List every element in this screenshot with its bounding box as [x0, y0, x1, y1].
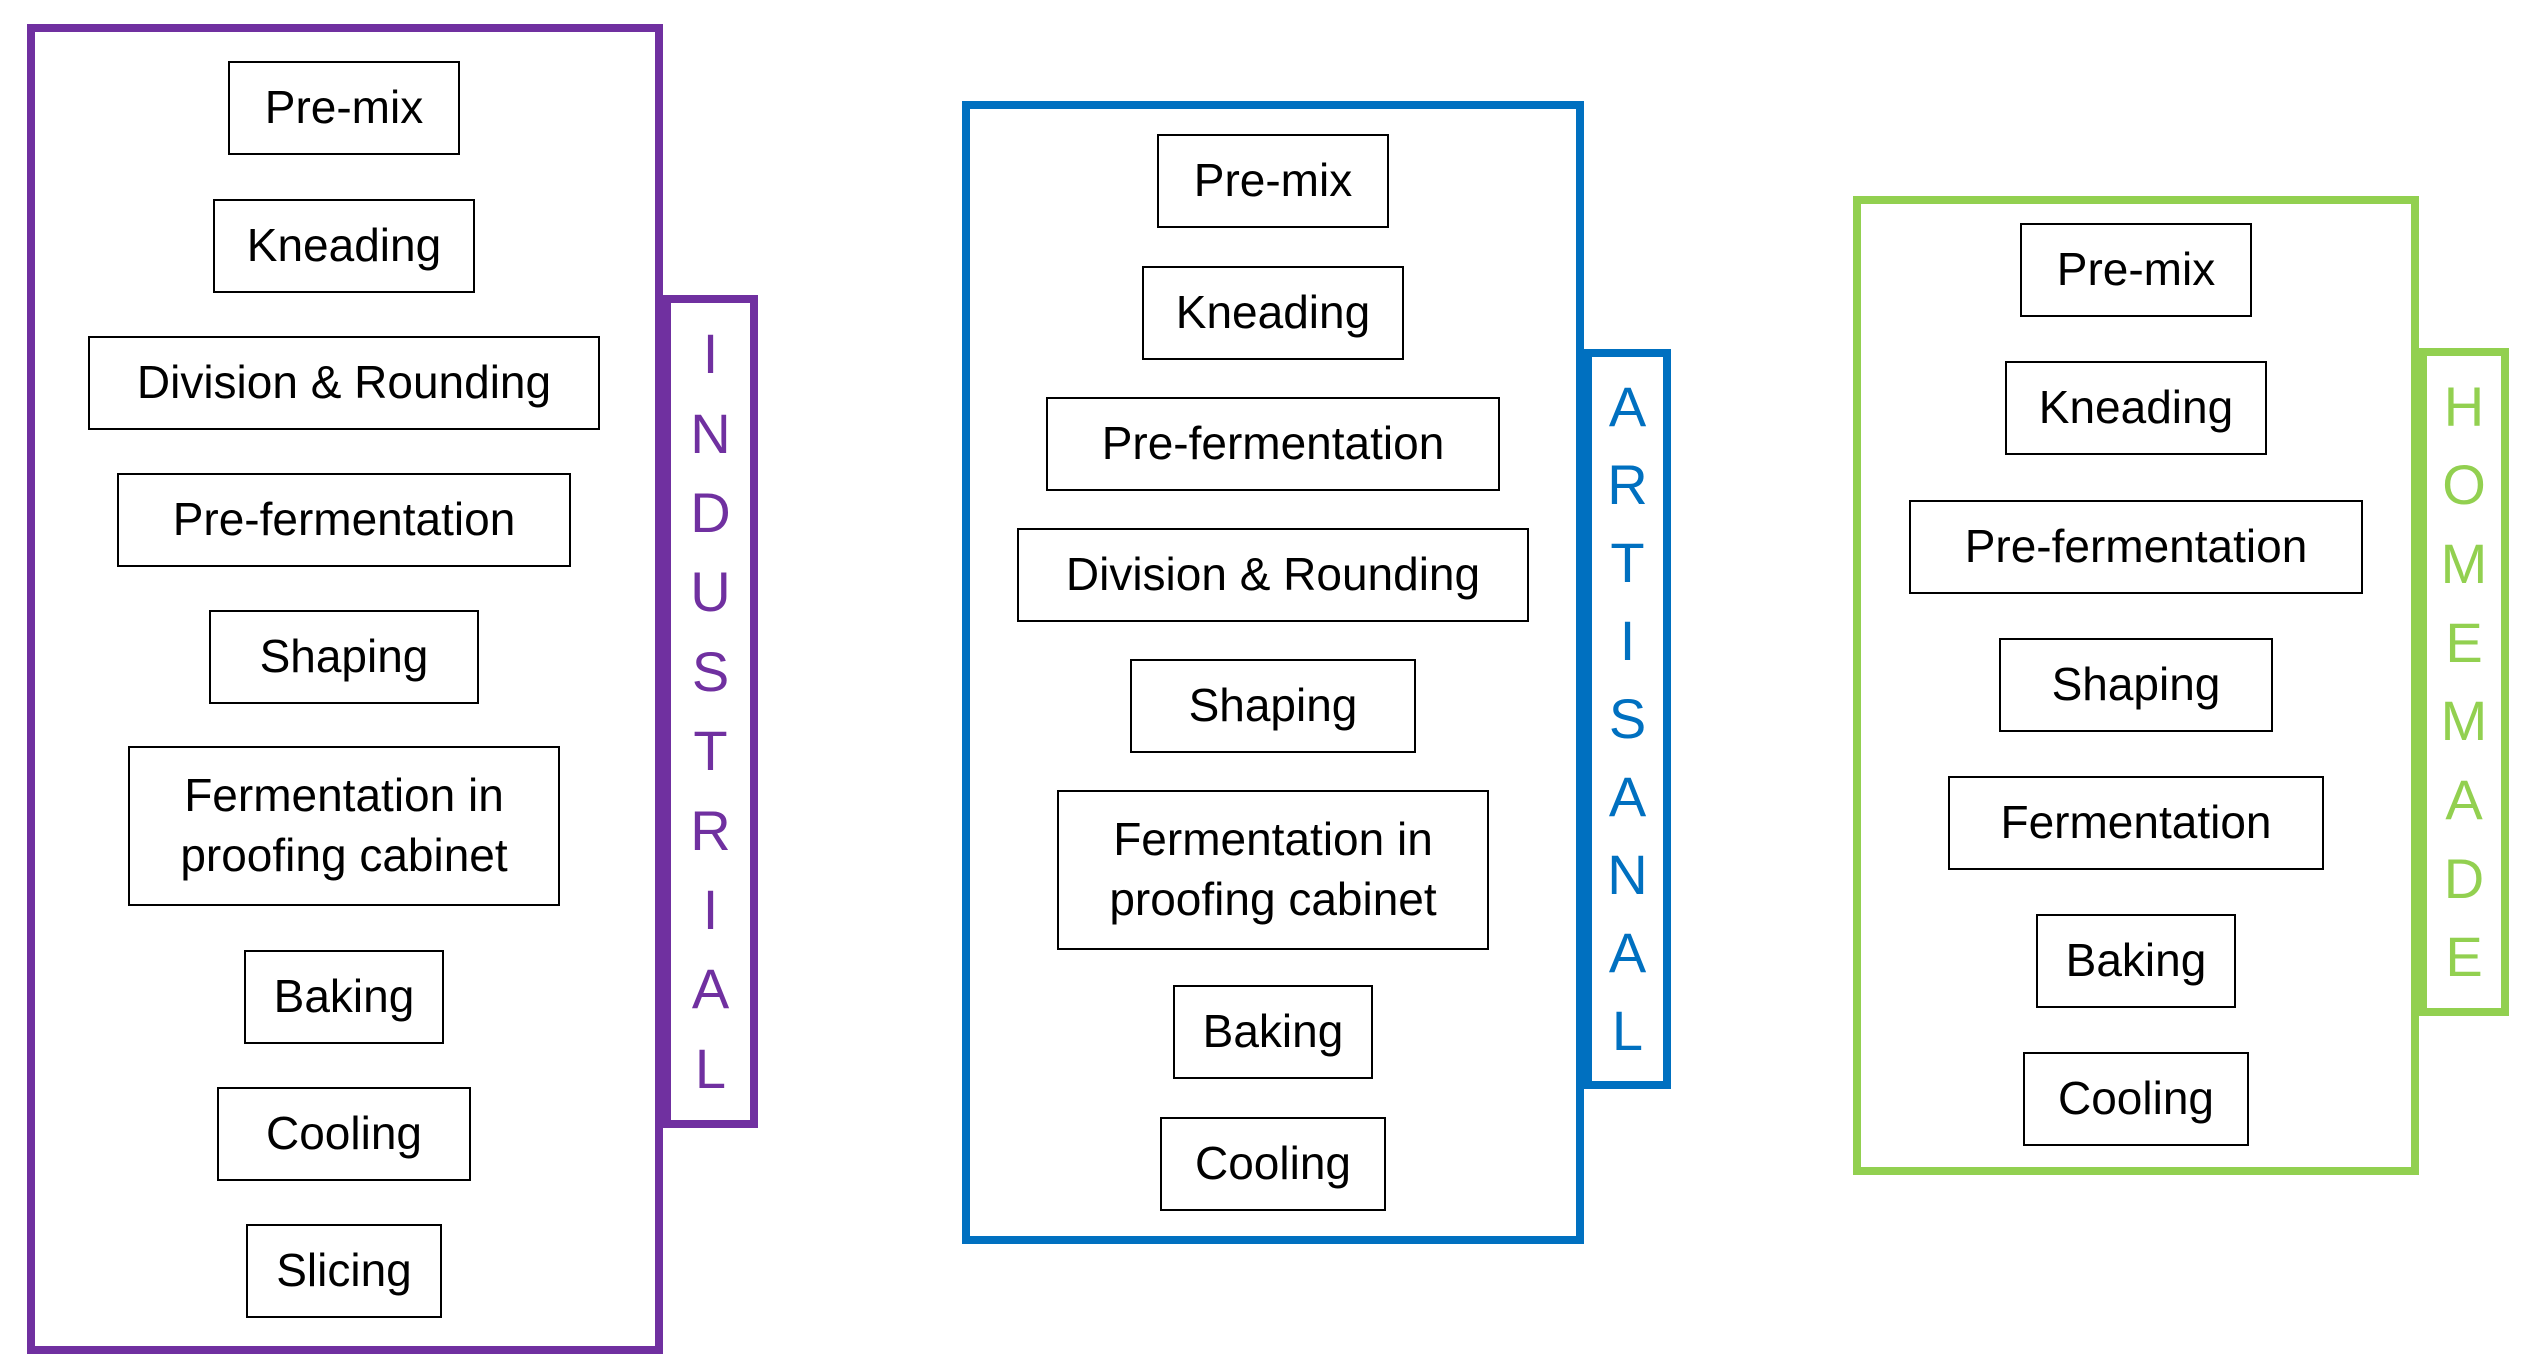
industrial-panel — [27, 24, 663, 1354]
artisanal-step: Baking — [1173, 985, 1373, 1079]
industrial-step: Pre-fermentation — [117, 473, 571, 567]
homemade-step: Fermentation — [1948, 776, 2324, 870]
industrial-label-letter: S — [691, 639, 730, 703]
artisanal-label-letter: S — [1608, 687, 1647, 750]
industrial-label-letter: A — [691, 957, 730, 1021]
homemade-step: Pre-mix — [2020, 223, 2252, 317]
artisanal-step: Division & Rounding — [1017, 528, 1529, 622]
artisanal-label-letter: A — [1608, 375, 1647, 438]
artisanal-step: Shaping — [1130, 659, 1416, 753]
industrial-step: Baking — [244, 950, 444, 1044]
artisanal-label-letter: I — [1619, 609, 1636, 672]
homemade-step: Cooling — [2023, 1052, 2249, 1146]
artisanal-label-letter: N — [1607, 843, 1648, 906]
artisanal-label-letter: R — [1607, 453, 1648, 516]
industrial-step: Cooling — [217, 1087, 471, 1181]
industrial-label-letter: R — [690, 798, 731, 862]
industrial-step-text: Fermentation in proofing cabinet — [180, 769, 508, 881]
industrial-label-letter: D — [690, 481, 731, 545]
homemade-label-letter: M — [2440, 531, 2488, 595]
industrial-label-letter: U — [690, 560, 731, 624]
artisanal-step: Fermentation in proofing cabinet — [1057, 790, 1489, 950]
homemade-label-letter: O — [2442, 453, 2486, 517]
artisanal-step: Kneading — [1142, 266, 1404, 360]
artisanal-label-letter: A — [1608, 921, 1647, 984]
industrial-label-letter: T — [693, 719, 728, 783]
industrial-label-letter: N — [690, 401, 731, 465]
homemade-label-letter: D — [2443, 846, 2485, 910]
artisanal-label-letter: T — [1610, 531, 1645, 594]
artisanal-step: Cooling — [1160, 1117, 1386, 1211]
homemade-panel — [1853, 196, 2419, 1175]
homemade-step: Pre-fermentation — [1909, 500, 2363, 594]
homemade-step: Kneading — [2005, 361, 2267, 455]
industrial-step: Pre-mix — [228, 61, 460, 155]
artisanal-label-letter: A — [1608, 765, 1647, 828]
homemade-label-letter: M — [2440, 689, 2488, 753]
industrial-step: Shaping — [209, 610, 479, 704]
industrial-step: Slicing — [246, 1224, 442, 1318]
industrial-label-letter: I — [702, 877, 719, 941]
artisanal-label-letter: L — [1611, 999, 1644, 1062]
industrial-label-letter: I — [702, 322, 719, 386]
artisanal-panel — [962, 101, 1584, 1244]
artisanal-step-text: Fermentation in proofing cabinet — [1109, 813, 1437, 925]
homemade-label-letter: H — [2443, 374, 2485, 438]
homemade-label-letter: E — [2445, 925, 2483, 989]
industrial-label-letter: L — [694, 1036, 727, 1100]
industrial-step: Kneading — [213, 199, 475, 293]
artisanal-step: Pre-fermentation — [1046, 397, 1500, 491]
industrial-step: Fermentation in proofing cabinet — [128, 746, 560, 906]
homemade-label-letter: E — [2445, 610, 2483, 674]
artisanal-step: Pre-mix — [1157, 134, 1389, 228]
homemade-step: Shaping — [1999, 638, 2273, 732]
homemade-label-letter: A — [2445, 767, 2483, 831]
homemade-step: Baking — [2036, 914, 2236, 1008]
industrial-step: Division & Rounding — [88, 336, 600, 430]
